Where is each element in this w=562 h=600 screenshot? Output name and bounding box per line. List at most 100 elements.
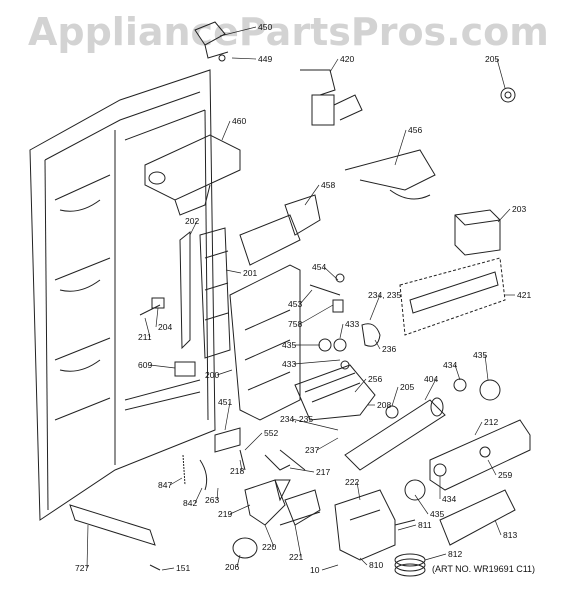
part-label: 420 bbox=[340, 54, 354, 64]
part-404-tube bbox=[344, 397, 446, 471]
part-206-round bbox=[232, 537, 258, 559]
part-434-435-bulbs bbox=[404, 378, 501, 501]
part-label: 201 bbox=[243, 268, 257, 278]
part-200-panel bbox=[229, 214, 301, 421]
leader-line bbox=[161, 567, 175, 571]
part-727-trim bbox=[69, 504, 161, 571]
part-813-cover bbox=[439, 489, 516, 546]
part-label: 552 bbox=[264, 428, 278, 438]
leader-line bbox=[229, 504, 251, 515]
part-label: 206 bbox=[225, 562, 239, 572]
leader-line bbox=[316, 437, 339, 451]
leader-line bbox=[299, 304, 334, 325]
part-label: 220 bbox=[262, 542, 276, 552]
part-451-552-linkage bbox=[214, 427, 306, 502]
part-label: 211 bbox=[138, 332, 152, 342]
leader-line bbox=[356, 481, 361, 501]
leader-line bbox=[293, 359, 341, 365]
part-label: 236 bbox=[382, 344, 396, 354]
part-label: 205 bbox=[400, 382, 414, 392]
part-label: 222 bbox=[345, 477, 359, 487]
leader-line bbox=[474, 421, 483, 436]
leader-line bbox=[239, 459, 243, 472]
leader-line bbox=[487, 459, 497, 476]
leader-line bbox=[329, 58, 339, 73]
part-label: 810 bbox=[369, 560, 383, 570]
part-label: 453 bbox=[288, 299, 302, 309]
leader-line bbox=[264, 524, 275, 548]
leader-line bbox=[224, 401, 231, 431]
part-label: 449 bbox=[258, 54, 272, 64]
part-label: 10 bbox=[310, 565, 320, 575]
part-label: 458 bbox=[321, 180, 335, 190]
leader-line bbox=[155, 307, 159, 328]
leader-line bbox=[299, 289, 313, 305]
leader-line bbox=[216, 487, 219, 501]
leader-line bbox=[484, 354, 489, 381]
leader-line bbox=[225, 269, 242, 274]
part-221-222-dispenser bbox=[279, 489, 321, 526]
part-label: 208 bbox=[377, 400, 391, 410]
leader-line bbox=[323, 266, 339, 281]
leader-lines bbox=[86, 26, 515, 571]
part-label: 421 bbox=[517, 290, 531, 300]
leader-line bbox=[236, 554, 241, 568]
leader-line bbox=[289, 467, 315, 473]
part-609-switch bbox=[174, 361, 196, 377]
part-label: 842 bbox=[183, 498, 197, 508]
part-label: 847 bbox=[158, 480, 172, 490]
leader-line bbox=[374, 339, 381, 350]
part-label: 200 bbox=[205, 370, 219, 380]
part-456-light-bar bbox=[344, 149, 436, 200]
part-label: 204 bbox=[158, 322, 172, 332]
part-449-450-bracket bbox=[194, 21, 229, 62]
part-810-811-valve bbox=[334, 489, 416, 561]
part-label: 460 bbox=[232, 116, 246, 126]
part-205-cap bbox=[500, 87, 516, 103]
leader-line bbox=[86, 524, 89, 569]
leader-line bbox=[244, 432, 263, 451]
leader-line bbox=[424, 553, 447, 561]
leader-line bbox=[454, 364, 461, 381]
leader-line bbox=[394, 129, 407, 166]
site-watermark: AppliancePartsPros.com bbox=[28, 10, 549, 54]
part-label: 217 bbox=[316, 467, 330, 477]
part-label: 813 bbox=[503, 530, 517, 540]
leader-line bbox=[391, 386, 399, 407]
leader-line bbox=[294, 524, 302, 558]
part-201-202-column bbox=[179, 227, 231, 359]
part-812-coil bbox=[394, 553, 426, 577]
leader-line bbox=[496, 58, 506, 89]
leader-line bbox=[149, 364, 176, 369]
part-label: 435 bbox=[430, 509, 444, 519]
part-label: 404 bbox=[424, 374, 438, 384]
part-label: 218 bbox=[230, 466, 244, 476]
leader-line bbox=[194, 487, 203, 504]
leader-line bbox=[414, 494, 429, 515]
leader-line bbox=[189, 220, 198, 236]
part-847-842-springs bbox=[182, 454, 208, 491]
leader-line bbox=[169, 477, 183, 486]
part-label: 811 bbox=[418, 520, 432, 530]
part-label: 205 bbox=[485, 54, 499, 64]
part-label: 212 bbox=[484, 417, 498, 427]
part-460-duct bbox=[144, 134, 241, 216]
part-label: 234, 235 bbox=[368, 290, 401, 300]
part-label: 219 bbox=[218, 509, 232, 519]
leader-line bbox=[369, 294, 381, 321]
part-label: 450 bbox=[258, 22, 272, 32]
part-label: 259 bbox=[498, 470, 512, 480]
part-421-group bbox=[399, 257, 506, 336]
leader-line bbox=[321, 564, 339, 571]
leader-line bbox=[359, 557, 368, 566]
part-label: 434 bbox=[442, 494, 456, 504]
part-256-tray bbox=[294, 364, 376, 421]
part-204-211 bbox=[139, 297, 165, 316]
part-label: 234, 235 bbox=[280, 414, 313, 424]
leader-line bbox=[231, 57, 257, 60]
leader-line bbox=[339, 323, 344, 339]
part-label: 812 bbox=[448, 549, 462, 559]
